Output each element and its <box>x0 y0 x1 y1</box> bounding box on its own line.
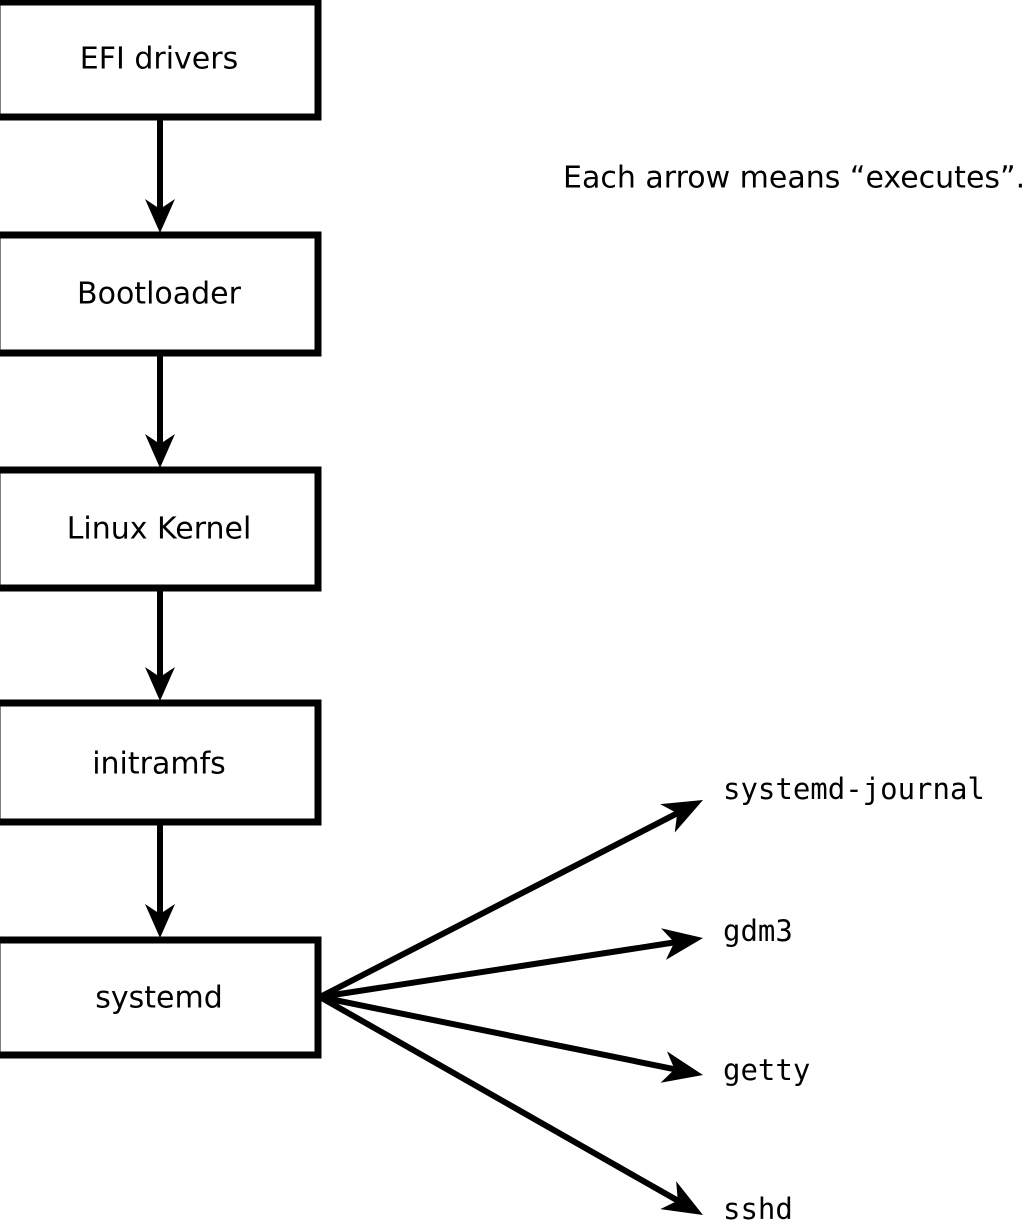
box-outline-efi-drivers <box>0 0 322 121</box>
chain-arrows-group <box>145 117 175 938</box>
service-label-systemd-journal: systemd-journal <box>723 772 985 806</box>
process-box-bootloader[interactable]: Bootloader <box>0 231 322 357</box>
service-label-sshd: sshd <box>723 1192 793 1226</box>
chain-arrow-head-bootloader-to-kernel <box>145 434 175 468</box>
fan-arrow-line-gdm3 <box>319 939 676 1000</box>
fan-arrow-head-getty <box>660 1051 703 1083</box>
chain-arrow-head-efi-to-bootloader <box>145 199 175 233</box>
process-box-linux-kernel[interactable]: Linux Kernel <box>0 466 322 592</box>
fan-arrow-head-gdm3 <box>661 928 703 960</box>
fan-arrow-line-systemd-journal <box>318 810 680 1000</box>
process-box-initramfs[interactable]: initramfs <box>0 699 322 826</box>
box-label-efi-drivers: EFI drivers <box>80 42 238 77</box>
process-box-systemd[interactable]: systemd <box>0 936 322 1059</box>
fan-arrow-line-sshd <box>318 994 681 1204</box>
box-outline-initramfs <box>0 699 322 826</box>
box-label-initramfs: initramfs <box>92 747 226 782</box>
box-label-systemd: systemd <box>95 981 223 1016</box>
box-label-linux-kernel: Linux Kernel <box>67 512 252 547</box>
fan-arrow-line-getty <box>319 994 677 1073</box>
service-labels-group: systemd-journal gdm3 getty sshd <box>723 772 985 1226</box>
service-label-getty: getty <box>723 1053 810 1087</box>
chain-arrow-head-initramfs-to-systemd <box>145 904 175 938</box>
fan-arrow-head-systemd-journal <box>660 800 703 833</box>
fan-arrow-head-sshd <box>660 1181 703 1215</box>
chain-arrow-head-kernel-to-initramfs <box>145 667 175 701</box>
process-box-efi-drivers[interactable]: EFI drivers <box>0 0 322 121</box>
box-outline-linux-kernel <box>0 466 322 592</box>
box-label-bootloader: Bootloader <box>77 277 242 312</box>
fan-out-arrows-group <box>318 800 703 1215</box>
legend-note: Each arrow means “executes”. <box>563 161 1023 196</box>
box-outline-systemd <box>0 936 322 1059</box>
service-label-gdm3: gdm3 <box>723 914 793 948</box>
box-outline-bootloader <box>0 231 322 357</box>
